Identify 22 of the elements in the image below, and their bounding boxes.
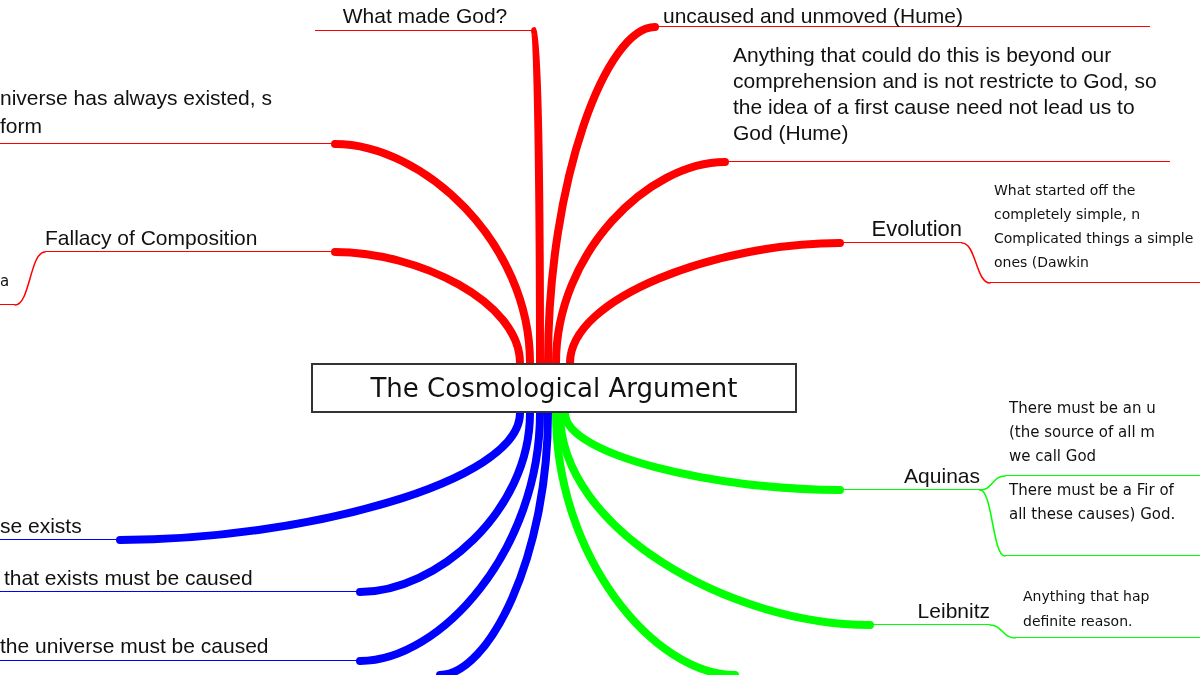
topic-text: Anything that hap definite reason. (1015, 584, 1200, 638)
topic-text: a (0, 270, 15, 305)
topic-text: Evolution (840, 212, 962, 243)
branch-line (961, 242, 991, 284)
branch-line (979, 489, 1006, 557)
topic-text: Fallacy of Composition (45, 222, 335, 252)
topic-text: the universe must be caused (0, 630, 360, 661)
topic-text: se exists (0, 510, 120, 540)
branch-line (989, 624, 1016, 639)
central-topic-box: The Cosmological Argument (311, 363, 797, 413)
topic-text: What started off the completely simple, n Complicated things a simple ones (Dawkin (990, 178, 1200, 283)
branch-line (979, 475, 1006, 491)
topic-text: that exists must be caused (0, 562, 360, 592)
topic-text: Leibnitz (870, 595, 990, 625)
topic-text: Aquinas (840, 460, 980, 490)
topic-text: There must be a Fir of all these causes) God. (1005, 478, 1200, 556)
branch-line (14, 251, 46, 306)
topic-text: niverse has always existed, s form (0, 84, 335, 144)
topic-text: There must be an u (the source of all m we call God (1005, 396, 1200, 476)
topic-text: What made God? (315, 0, 535, 31)
topic-text: Anything that could do this is beyond our comprehension and is not restricte to God, so the idea of a first cause need not lead us to God (Hume) (725, 42, 1170, 162)
topic-text: uncaused and unmoved (Hume) (655, 0, 1150, 27)
